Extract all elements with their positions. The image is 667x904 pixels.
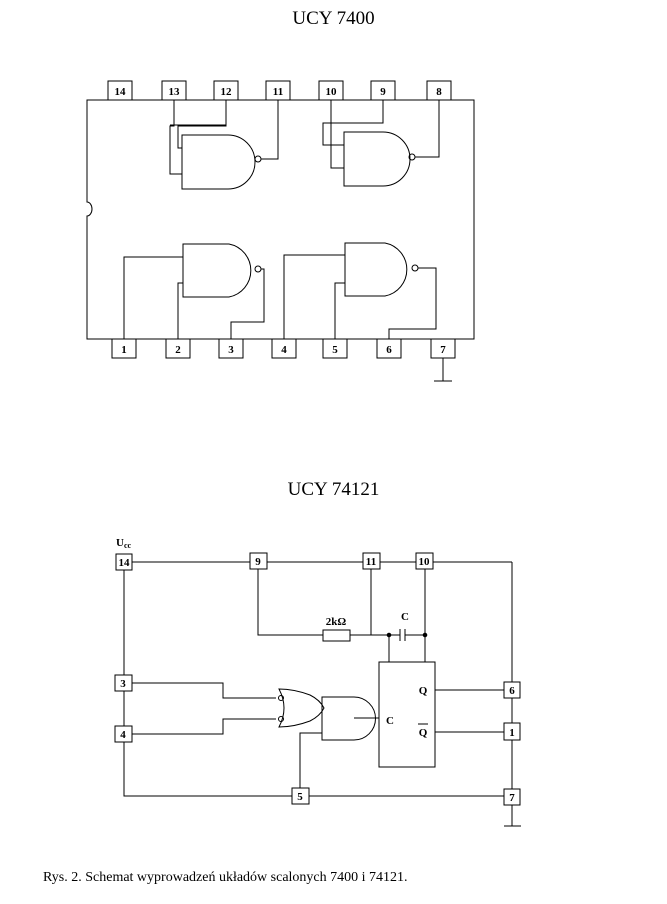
chip1-bottom-pin: 5 [332,344,338,356]
chip1-top-pin: 11 [273,86,283,98]
chip1-bottom-pin: 6 [386,344,392,356]
chip2-pin-4: 4 [120,729,126,741]
chip1-bottom-pin: 3 [228,344,234,356]
chip1-bottom-pin: 4 [281,344,287,356]
vcc-label: Ucc [116,537,132,550]
ground-symbol-2 [504,805,521,827]
figure-caption: Rys. 2. Schemat wyprowadzeń układów scal… [43,870,408,885]
chip1-body [86,99,475,340]
ff-q-label: Q [419,685,428,697]
chip2-title: UCY 74121 [287,479,380,500]
resistor-label: 2kΩ [326,616,347,628]
chip2-pin-3: 3 [120,678,126,690]
chip1-title: UCY 7400 [292,8,375,29]
capacitor [399,629,406,641]
nand-gate-top-left [181,134,262,190]
ff-qbar-label: Q [419,727,428,739]
nand-gate-top-right [343,131,416,187]
chip2-pin-6: 6 [509,685,515,697]
ff-clock-label: C [386,715,394,727]
chip1-bottom-pin: 7 [440,344,446,356]
chip1-top-pin: 12 [221,86,233,98]
chip1-top-pin: 14 [115,86,127,98]
chip2-pin-14: 14 [119,557,131,569]
nand-gate-bottom-right [344,242,419,297]
vcc-sub: cc [124,541,132,550]
and-gate [321,696,376,741]
resistor [322,629,351,642]
chip1-top-pin: 13 [169,86,181,98]
chip2-pins [114,552,521,806]
or-gate [278,688,325,728]
chip2-pin-1: 1 [509,727,515,739]
chip2-pin-9: 9 [255,556,261,568]
chip2-pin-7: 7 [509,792,515,804]
chip1-top-pin: 10 [326,86,338,98]
monostable-block [378,661,436,768]
chip2-pin-10: 10 [419,556,431,568]
chip1-top-pin: 9 [380,86,386,98]
chip1-top-pin: 8 [436,86,442,98]
vcc-main: U [116,537,124,549]
chip2-pin-11: 11 [366,556,376,568]
chip1-bottom-pin: 2 [175,344,181,356]
nand-gate-bottom-left [182,243,262,298]
chip2-pin-5: 5 [297,791,303,803]
chip1-bottom-pin: 1 [121,344,127,356]
ground-symbol [434,358,452,382]
capacitor-label: C [401,611,409,623]
